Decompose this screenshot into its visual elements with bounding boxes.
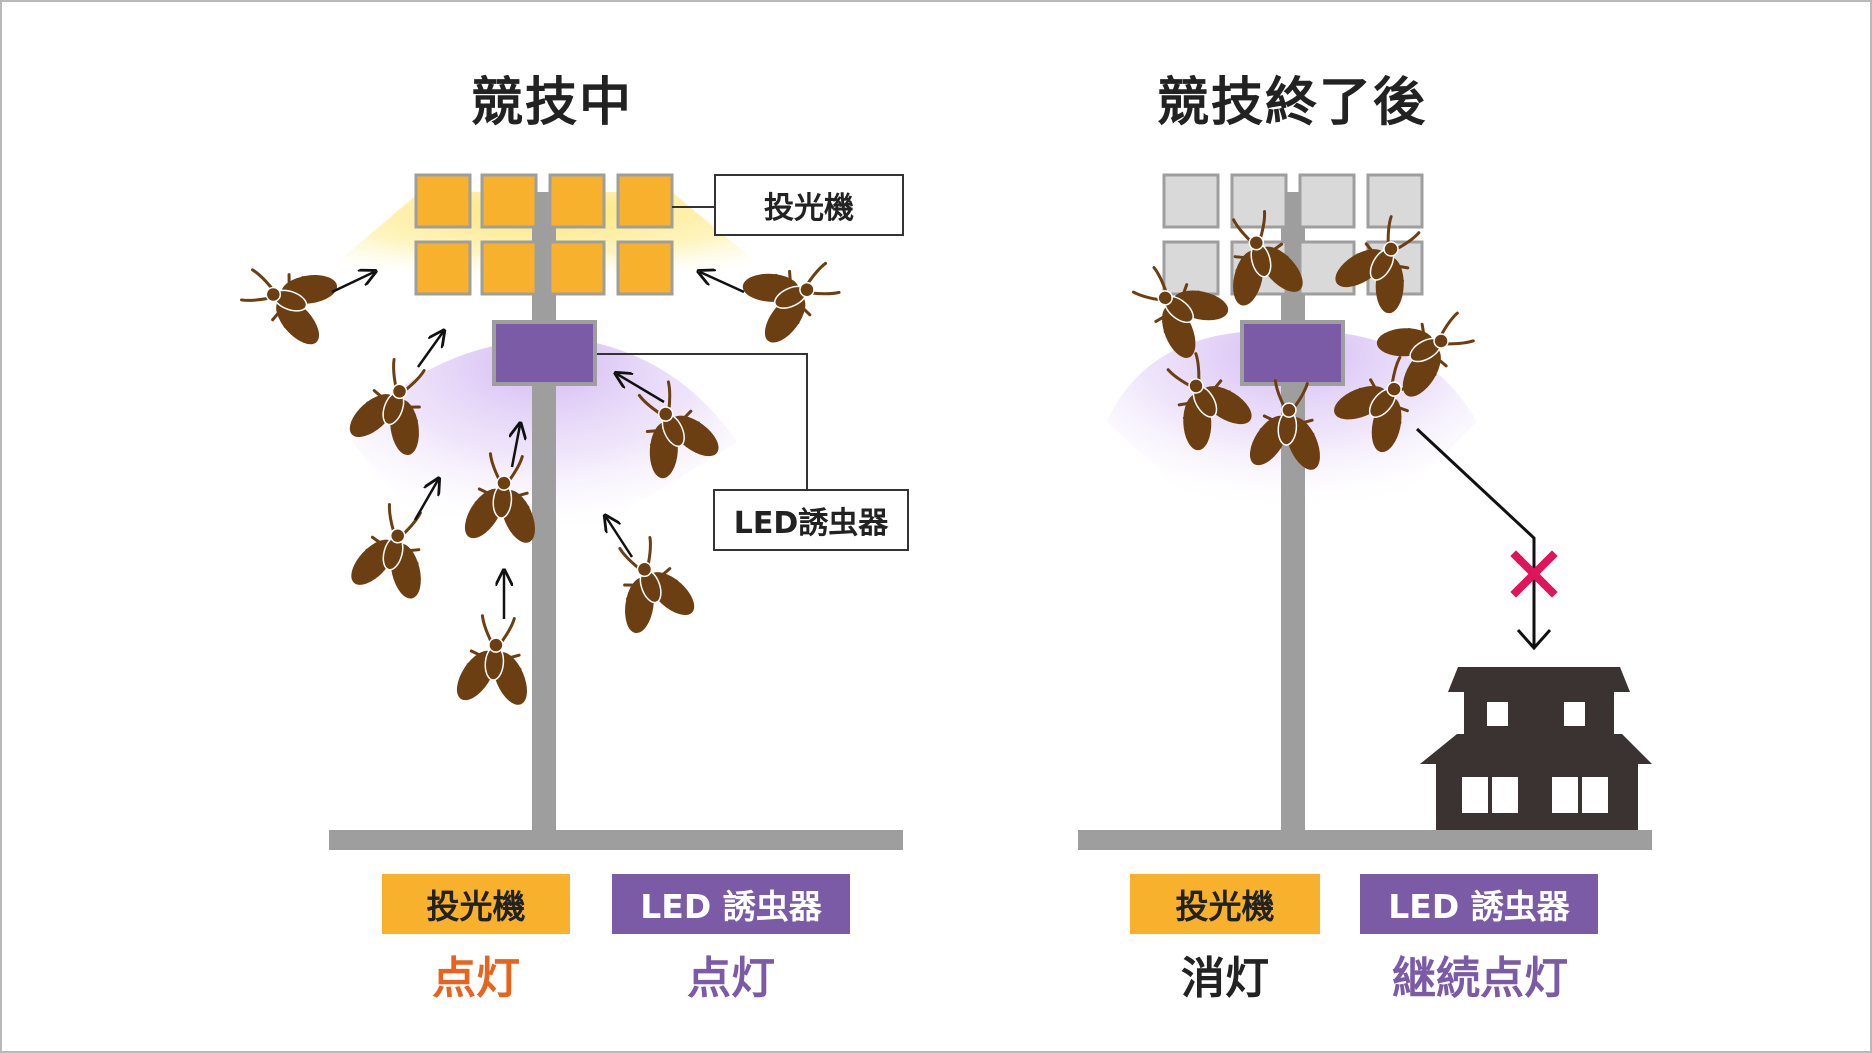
right-trap-tag: LED 誘虫器 xyxy=(1360,874,1598,934)
moth-icon xyxy=(593,526,708,645)
left-trap-status: 点灯 xyxy=(687,953,775,1004)
left-trap-tag: LED 誘虫器 xyxy=(612,874,850,934)
arrow-icon xyxy=(413,480,438,521)
callout-led-trap: LED誘虫器 xyxy=(713,489,909,551)
callout-leader-trap xyxy=(597,353,808,489)
ground-line xyxy=(329,830,903,850)
left-panel-title: 競技中 xyxy=(470,73,633,133)
house-icon xyxy=(1420,667,1652,830)
arrow-icon xyxy=(617,374,665,404)
moth-icon xyxy=(446,611,543,714)
arrow-icon xyxy=(700,272,745,294)
pole xyxy=(532,192,556,832)
left-floodlight-tag: 投光機 xyxy=(382,874,570,934)
ground-line xyxy=(1078,830,1652,850)
cross-mark-icon xyxy=(1510,550,1558,598)
right-floodlight-status: 消灯 xyxy=(1181,953,1269,1004)
callout-floodlight: 投光機 xyxy=(714,174,904,236)
left-floodlight-status: 点灯 xyxy=(432,953,520,1004)
led-trap-icon xyxy=(1240,320,1345,386)
blocked-path-line xyxy=(1415,427,1536,647)
right-trap-status: 継続点灯 xyxy=(1392,953,1568,1004)
arrow-icon xyxy=(331,272,374,294)
arrow-icon xyxy=(1516,629,1552,651)
led-trap-icon xyxy=(492,320,597,386)
moth-icon xyxy=(230,243,349,358)
arrow-icon xyxy=(606,517,634,558)
floodlight-icon xyxy=(414,173,674,296)
arrow-icon xyxy=(416,332,443,368)
right-panel-title: 競技終了後 xyxy=(1156,73,1427,133)
pole xyxy=(1281,192,1305,832)
right-floodlight-tag: 投光機 xyxy=(1130,874,1320,934)
arrow-icon xyxy=(512,425,520,468)
